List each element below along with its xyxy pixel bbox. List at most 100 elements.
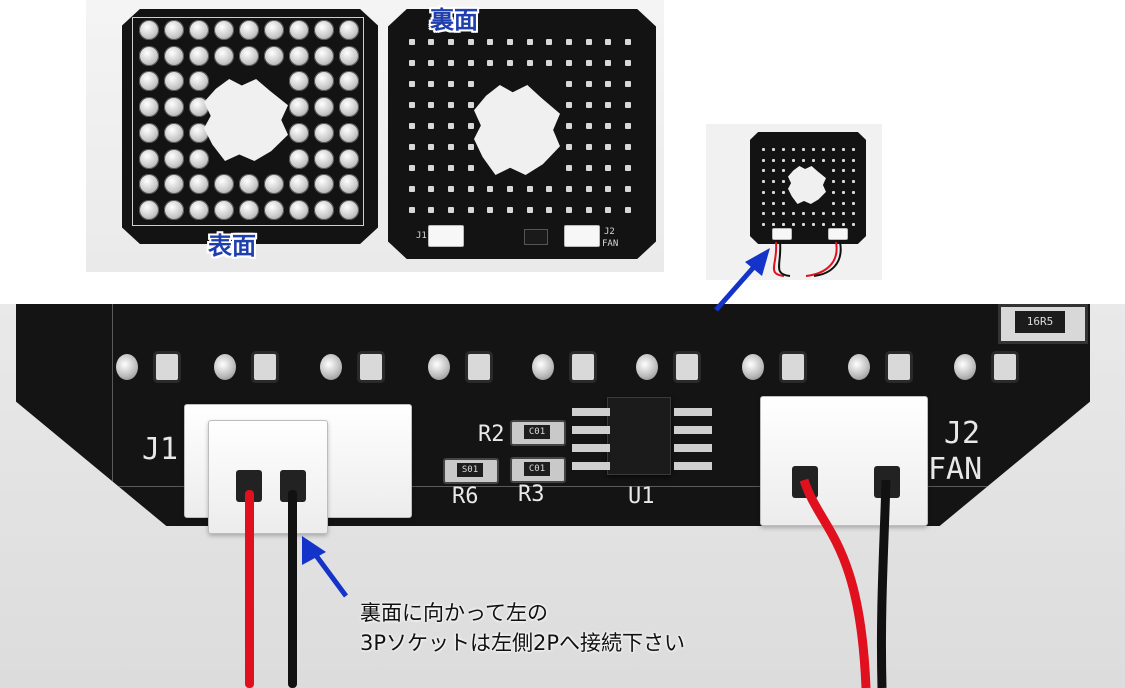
led: [314, 148, 335, 169]
solder-pad: [428, 38, 435, 45]
square-pad: [572, 354, 594, 380]
silk-j2: J2: [944, 416, 981, 451]
led: [289, 71, 310, 92]
ic-lead: [674, 444, 712, 452]
solder-pad: [566, 207, 573, 214]
led: [238, 174, 259, 195]
led: [339, 71, 360, 92]
arrow-to-thumbnail: [714, 248, 770, 312]
solder-pad: [566, 38, 573, 45]
connector-j1-plug: [208, 420, 328, 534]
through-hole-pin: [428, 354, 450, 380]
solder-pad: [526, 207, 533, 214]
solder-pad: [507, 207, 514, 214]
solder-pad: [811, 223, 815, 227]
j2-wires: [799, 478, 891, 688]
led: [138, 97, 159, 118]
solder-pad: [467, 207, 474, 214]
solder-pad: [448, 101, 455, 108]
led: [213, 19, 234, 40]
solder-pad: [585, 101, 592, 108]
led: [238, 19, 259, 40]
led: [339, 122, 360, 143]
solder-pad: [781, 190, 785, 194]
solder-pad: [821, 223, 825, 227]
solder-pad: [781, 201, 785, 205]
solder-pad: [507, 186, 514, 193]
silk-u1: U1: [628, 484, 655, 509]
solder-pad: [448, 165, 455, 172]
pcb-silkscreen-outline: [112, 304, 1053, 487]
solder-pad: [408, 144, 415, 151]
resistor-top-right: 16R5: [998, 304, 1088, 344]
solder-pad: [801, 147, 805, 151]
ic-lead: [674, 426, 712, 434]
solder-pad: [761, 169, 765, 173]
thumbnail-connector-j2: [828, 228, 848, 240]
solder-pad: [507, 59, 514, 66]
solder-pad: [811, 158, 815, 162]
silk-fan-small: FAN: [602, 239, 619, 249]
solder-pad: [546, 207, 553, 214]
solder-pad: [841, 212, 845, 216]
led: [163, 174, 184, 195]
through-hole-pin: [954, 354, 976, 380]
solder-pad: [791, 147, 795, 151]
solder-pad: [448, 59, 455, 66]
solder-pad: [821, 212, 825, 216]
instruction-line-2: 3Pソケットは左側2Pへ接続下さい: [360, 631, 686, 655]
solder-pad: [841, 147, 845, 151]
solder-pad: [467, 165, 474, 172]
solder-pad: [487, 38, 494, 45]
led: [339, 45, 360, 66]
j1-red-wire: [245, 490, 254, 688]
silk-j1: J1: [142, 432, 179, 467]
solder-pad: [566, 144, 573, 151]
ic-lead: [674, 408, 712, 416]
solder-pad: [781, 212, 785, 216]
led: [238, 45, 259, 66]
through-hole-pin: [636, 354, 658, 380]
solder-pad: [791, 212, 795, 216]
solder-pad: [428, 165, 435, 172]
solder-pad: [851, 212, 855, 216]
solder-pad: [781, 180, 785, 184]
square-pad: [254, 354, 276, 380]
through-hole-pin: [320, 354, 342, 380]
solder-pad: [761, 201, 765, 205]
solder-pad: [467, 122, 474, 129]
led: [213, 174, 234, 195]
led: [138, 71, 159, 92]
arrow-to-j1: [302, 536, 349, 598]
solder-pad: [831, 169, 835, 173]
label-front-side: 表面: [208, 232, 256, 260]
led: [213, 45, 234, 66]
square-pad: [782, 354, 804, 380]
solder-pad: [821, 158, 825, 162]
silk-j1-small: J1: [416, 231, 427, 241]
solder-pad: [526, 38, 533, 45]
solder-pad: [448, 122, 455, 129]
solder-pad: [841, 201, 845, 205]
resistor-top-marking: 16R5: [1015, 311, 1065, 333]
resistor-r3: C01: [510, 457, 566, 483]
solder-pad: [761, 158, 765, 162]
led: [188, 97, 209, 118]
led: [339, 174, 360, 195]
ic-lead: [572, 444, 610, 452]
solder-pad: [408, 59, 415, 66]
solder-pad: [851, 158, 855, 162]
led: [163, 71, 184, 92]
solder-pad: [526, 186, 533, 193]
solder-pad: [771, 201, 775, 205]
solder-pad: [487, 59, 494, 66]
solder-pad: [566, 101, 573, 108]
led: [188, 19, 209, 40]
through-hole-pin: [214, 354, 236, 380]
solder-pad: [841, 190, 845, 194]
solder-pad: [605, 101, 612, 108]
led: [188, 45, 209, 66]
led: [339, 200, 360, 221]
solder-pad: [585, 186, 592, 193]
